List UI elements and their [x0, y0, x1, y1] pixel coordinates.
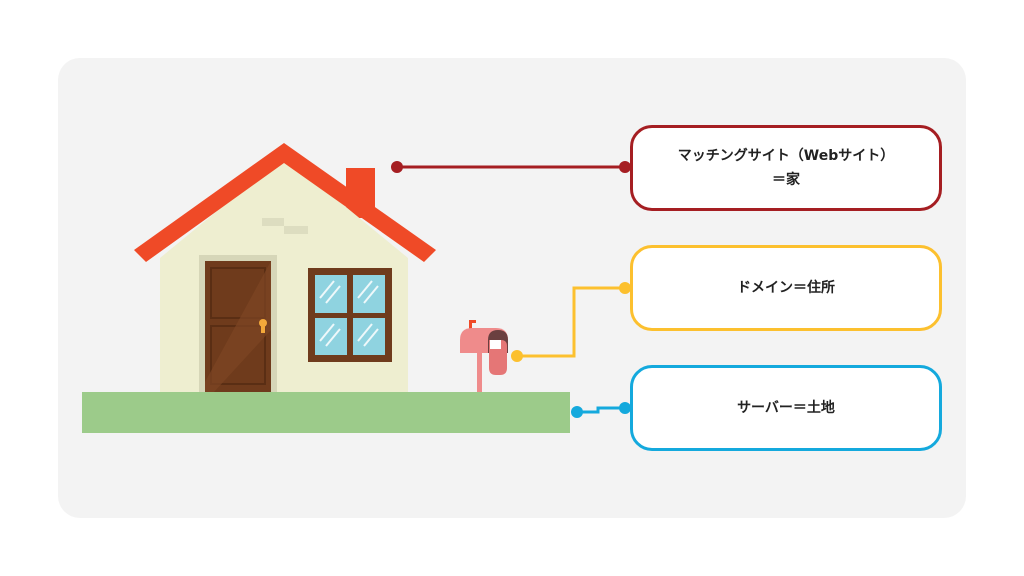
window-pane — [315, 275, 347, 313]
mailbox-post — [477, 352, 482, 392]
door-knob-stem — [261, 324, 265, 333]
label-site-line2: ＝家 — [772, 172, 800, 188]
window-glare — [319, 280, 379, 347]
connector-dot — [571, 406, 583, 418]
window-pane — [353, 318, 385, 355]
wall-brick — [284, 226, 308, 234]
connector-dot — [619, 161, 631, 173]
connector-dot — [619, 402, 631, 414]
mailbox-letter — [490, 340, 501, 349]
mailbox-flag — [469, 320, 476, 323]
house-illustration — [134, 143, 436, 392]
label-site-line1: マッチングサイト（Webサイト） — [677, 147, 895, 164]
connector-dot — [511, 350, 523, 362]
connector-site — [391, 161, 631, 173]
wall-brick — [262, 218, 284, 226]
label-box-server: サーバー＝土地 — [630, 365, 942, 451]
mailbox-illustration — [460, 320, 508, 392]
label-box-site: マッチングサイト（Webサイト） ＝家 — [630, 125, 942, 211]
label-domain: ドメイン＝住所 — [737, 279, 835, 296]
label-box-domain: ドメイン＝住所 — [630, 245, 942, 331]
connector-dot — [619, 282, 631, 294]
connector-dot — [391, 161, 403, 173]
window-pane — [353, 275, 385, 313]
connector-server — [571, 402, 631, 418]
ground-illustration — [82, 392, 570, 433]
door-shine — [205, 261, 271, 392]
label-server: サーバー＝土地 — [737, 399, 835, 416]
window-pane — [315, 318, 347, 355]
mailbox-flag — [469, 320, 472, 335]
connector-domain — [511, 282, 631, 362]
